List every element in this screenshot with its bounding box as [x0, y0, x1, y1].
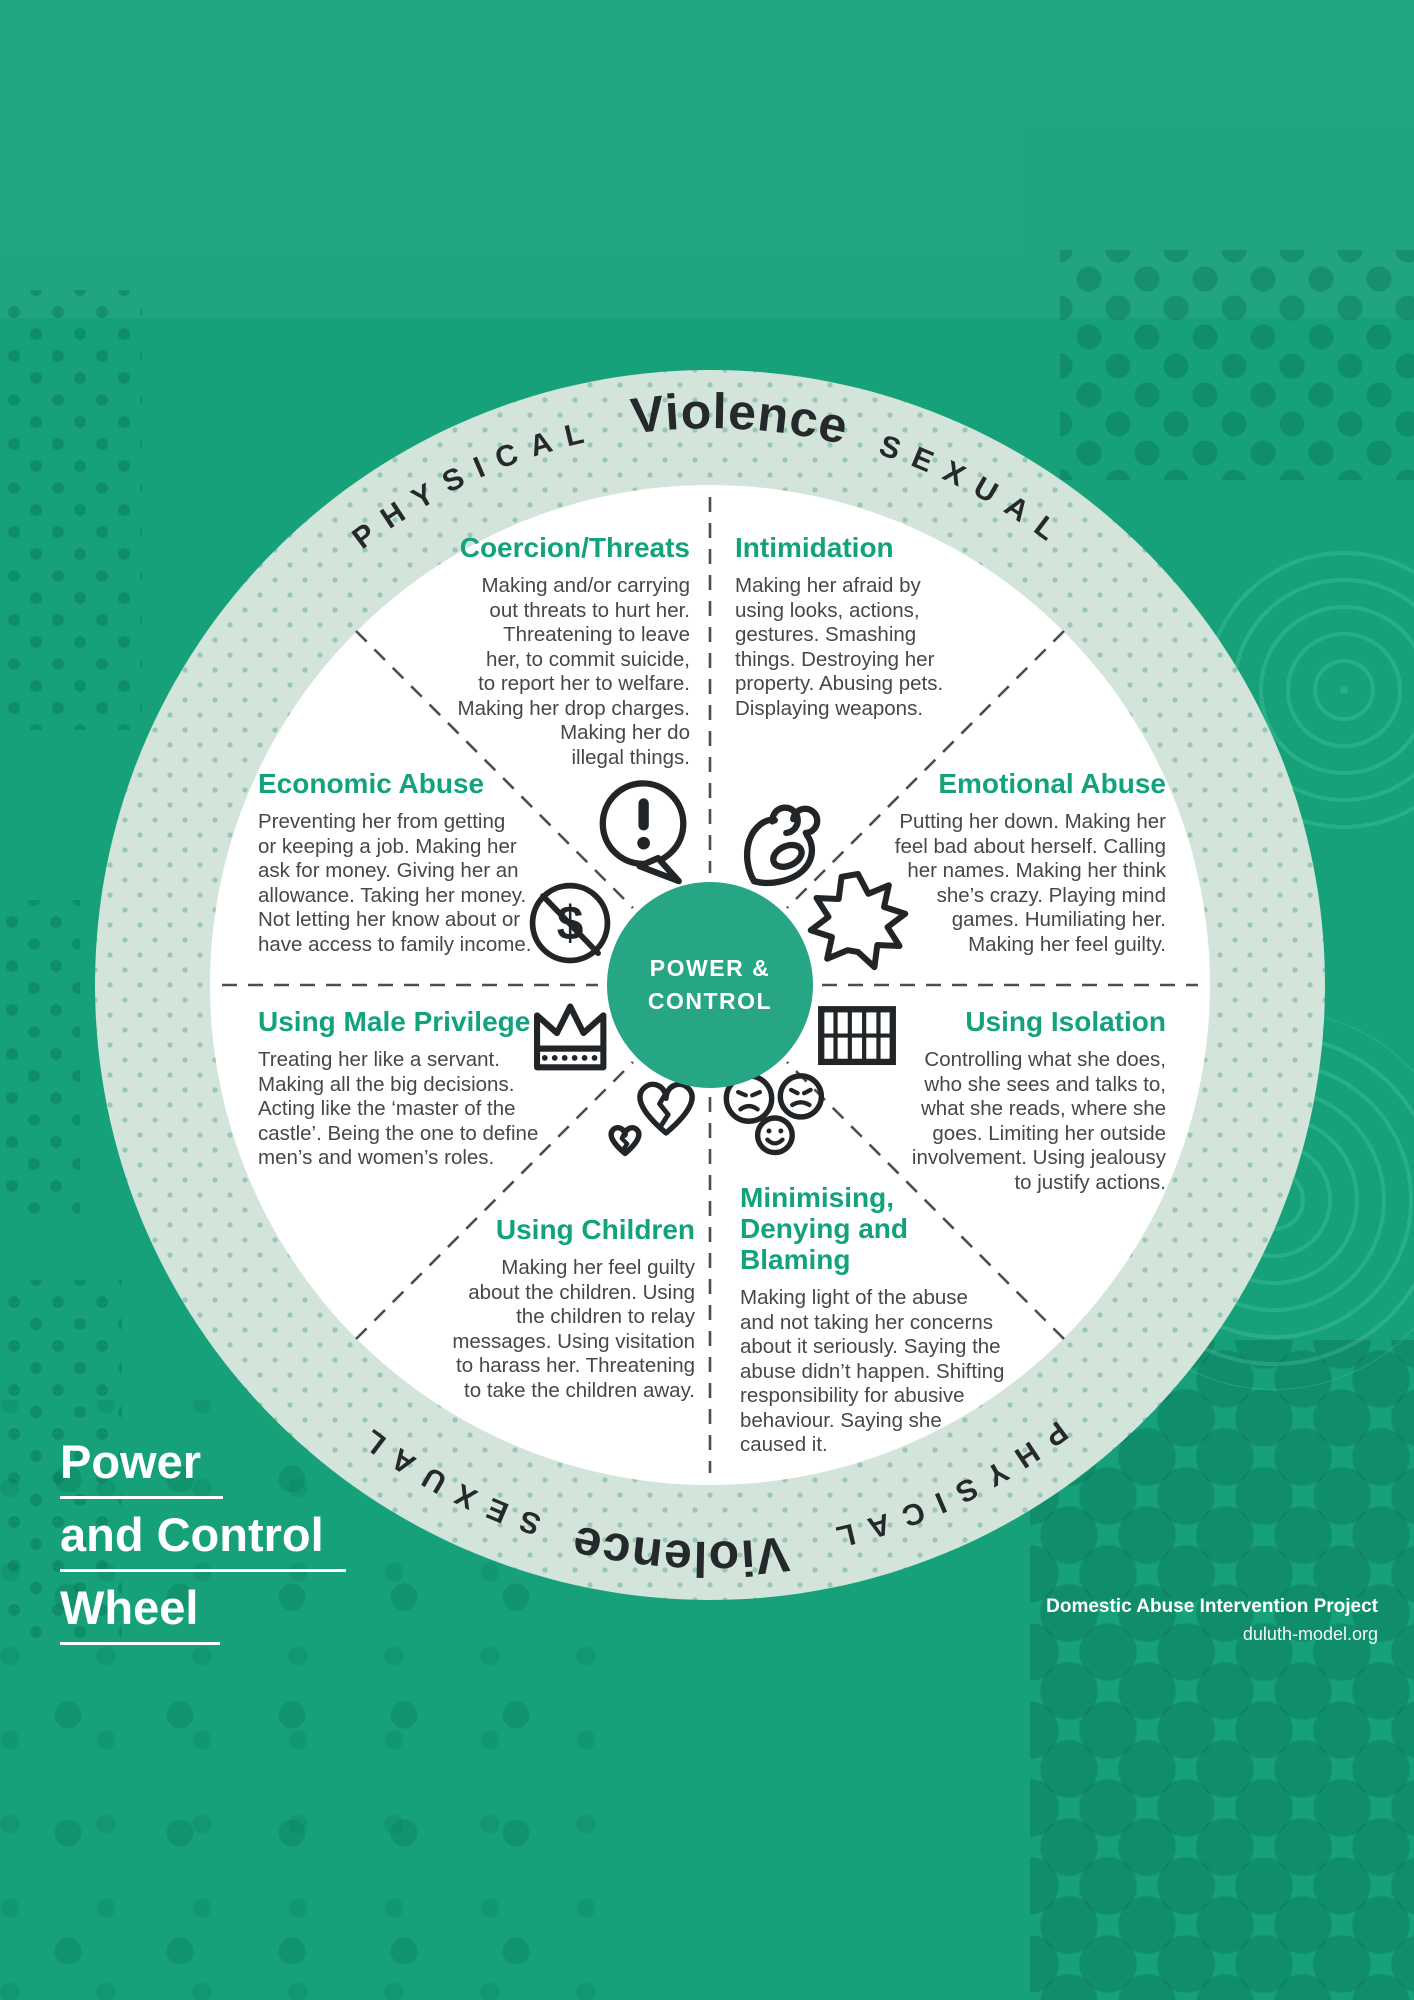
poster-title-line3: Wheel: [60, 1584, 221, 1645]
segment-using-male-privilege: Using Male Privilege Treating her like a…: [258, 1006, 588, 1171]
crown-icon: [512, 980, 624, 1085]
speech-bubble-exclamation-icon: [589, 773, 704, 888]
faces-icon: [716, 1064, 836, 1172]
segment-intimidation: Intimidation Making her afraid by using …: [735, 532, 1015, 721]
segment-body: Making light of the abuse and not taking…: [740, 1286, 1005, 1456]
segment-title: Coercion/Threats: [459, 532, 690, 563]
segment-title: Minimising, Denying and Blaming: [740, 1182, 909, 1275]
broken-hearts-icon: [592, 1066, 712, 1174]
footer-organization: Domestic Abuse Intervention Project: [1046, 1596, 1378, 1617]
starburst-icon: [798, 862, 918, 982]
raised-fist-icon: [715, 780, 830, 895]
segment-using-isolation: Using Isolation Controlling what she doe…: [866, 1006, 1166, 1195]
segment-body: Putting her down. Making her feel bad ab…: [894, 810, 1166, 956]
segment-coercion-threats: Coercion/Threats Making and/or carrying …: [360, 532, 690, 770]
footer: Domestic Abuse Intervention Project dulu…: [1046, 1592, 1378, 1648]
segment-economic-abuse: Economic Abuse Preventing her from getti…: [258, 768, 568, 957]
segment-body: Making her feel guilty about the childre…: [452, 1256, 695, 1402]
segment-body: Making and/or carrying out threats to hu…: [457, 574, 690, 769]
jail-bars-icon: [804, 984, 910, 1084]
dashed-spokes: [222, 497, 1198, 1473]
segment-using-children: Using Children Making her feel guilty ab…: [405, 1214, 695, 1403]
segment-title: Emotional Abuse: [938, 768, 1166, 799]
segment-minimising-denying-blaming: Minimising, Denying and Blaming Making l…: [740, 1182, 1040, 1458]
no-money-icon: $: [518, 870, 622, 974]
top-color-band: [0, 0, 1414, 318]
segment-title: Intimidation: [735, 532, 894, 563]
segment-emotional-abuse: Emotional Abuse Putting her down. Making…: [854, 768, 1166, 957]
segment-body: Preventing her from getting or keeping a…: [258, 810, 532, 956]
poster-title: Power and Control Wheel: [60, 1438, 346, 1657]
power-and-control-hub: POWER & CONTROL: [607, 882, 813, 1088]
hub-label-line1: POWER &: [649, 955, 771, 981]
hub-label-line2: CONTROL: [647, 988, 773, 1014]
poster-title-line2: and Control: [60, 1511, 346, 1572]
poster-title-line1: Power: [60, 1438, 224, 1499]
segment-title: Using Male Privilege: [258, 1006, 531, 1037]
segment-title: Using Children: [495, 1214, 695, 1245]
segment-body: Controlling what she does, who she sees …: [911, 1048, 1166, 1194]
segment-title: Economic Abuse: [258, 768, 485, 799]
footer-website: duluth-model.org: [1242, 1624, 1378, 1644]
segment-title: Using Isolation: [965, 1006, 1166, 1037]
segment-body: Making her afraid by using looks, action…: [735, 574, 944, 720]
segment-body: Treating her like a servant. Making all …: [258, 1048, 539, 1169]
